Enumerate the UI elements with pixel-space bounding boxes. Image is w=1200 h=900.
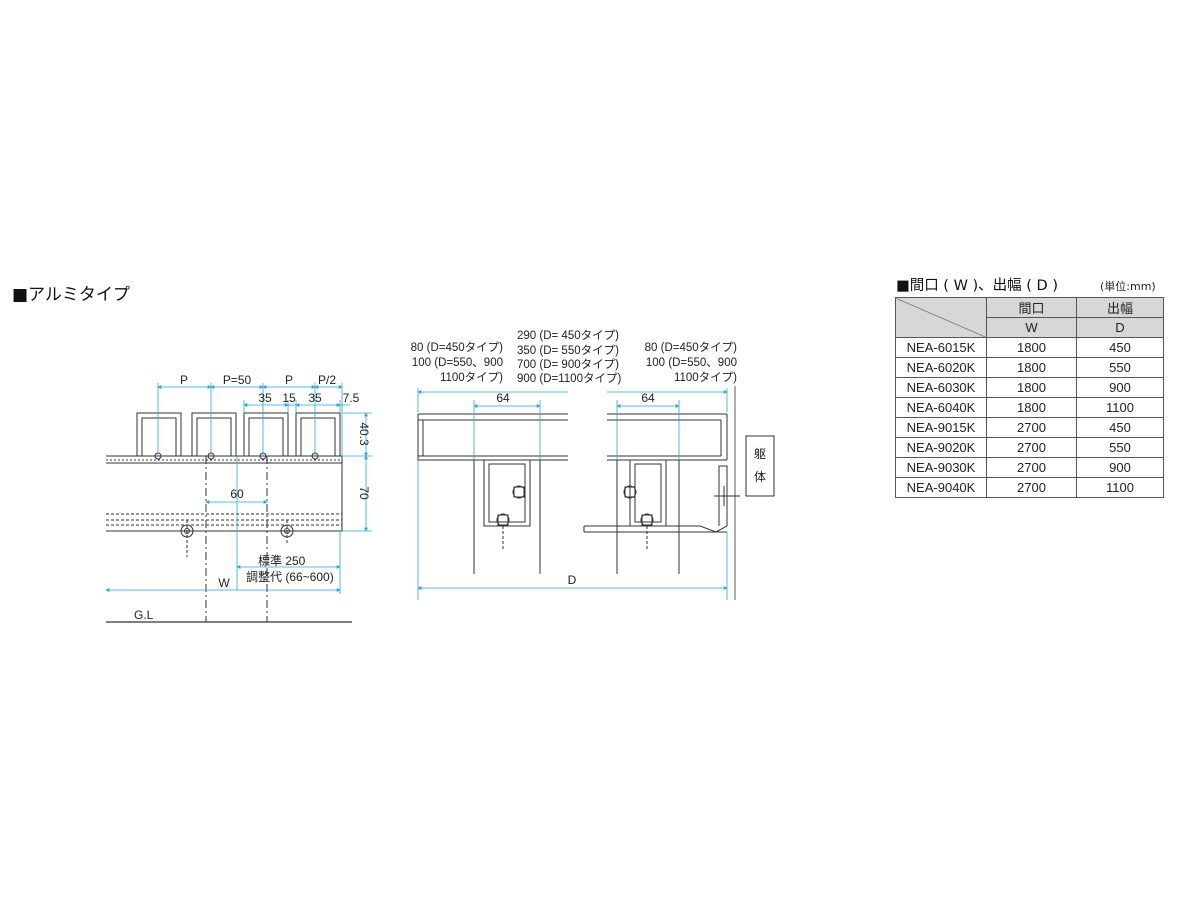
table-title: ■間口 ( W )、出幅 ( D ) [896, 278, 1058, 294]
header-width: 間口 [986, 297, 1077, 318]
model-cell: NEA-9030K [895, 457, 987, 478]
left-note-2: 100 (D=550、900 [412, 357, 503, 369]
front-view [106, 412, 352, 623]
slat [300, 417, 336, 457]
model-cell: NEA-9040K [895, 477, 987, 498]
width-cell: 2700 [986, 437, 1077, 458]
center-note-4: 900 (D=1100タイプ) [517, 372, 621, 385]
model-cell: NEA-6030K [895, 377, 987, 398]
dim-70: 70 [357, 486, 371, 500]
depth-cell: 1100 [1076, 477, 1164, 498]
dim-64-b: 64 [641, 391, 655, 405]
left-note-3: 1100タイプ) [440, 371, 503, 384]
width-cell: 1800 [986, 357, 1077, 378]
center-note-3: 700 (D= 900タイプ) [517, 358, 619, 371]
dim-p-2: P [285, 373, 293, 387]
dim-7-5: 7.5 [343, 391, 360, 405]
model-cell: NEA-9020K [895, 437, 987, 458]
width-cell: 2700 [986, 457, 1077, 478]
dim-15: 15 [282, 391, 296, 405]
dim-p-1: P [180, 373, 188, 387]
table-corner-cell [895, 297, 987, 338]
front-dimension-labels: P P=50 P P/2 35 15 35 7.5 40.3 70 60 標準 … [134, 373, 371, 622]
slat [248, 417, 284, 457]
depth-cell: 900 [1076, 457, 1164, 478]
slat [136, 412, 182, 457]
right-note-1: 80 (D=450タイプ) [645, 341, 738, 354]
front-dimensions [105, 383, 372, 594]
left-note-1: 80 (D=450タイプ) [411, 341, 504, 354]
side-view [417, 386, 775, 600]
wall-label-2: 体 [754, 470, 766, 484]
dim-64-a: 64 [496, 391, 510, 405]
dim-adjust: 調整代 (66~600) [246, 569, 334, 584]
dim-35-b: 35 [308, 391, 322, 405]
model-cell: NEA-9015K [895, 417, 987, 438]
wall-label-1: 躯 [754, 446, 766, 461]
slat [141, 417, 177, 457]
slat [196, 417, 232, 457]
depth-cell: 550 [1076, 357, 1164, 378]
model-cell: NEA-6040K [895, 397, 987, 418]
slat [243, 412, 289, 457]
ground-label: G.L [134, 608, 154, 622]
right-note-3: 1100タイプ) [674, 371, 737, 384]
center-note-2: 350 (D= 550タイプ) [517, 344, 619, 357]
dim-60: 60 [230, 487, 244, 501]
header-depth: 出幅 [1076, 297, 1164, 318]
width-cell: 2700 [986, 477, 1077, 498]
slat [191, 412, 237, 457]
subheader-w: W [986, 317, 1077, 338]
width-cell: 1800 [986, 397, 1077, 418]
depth-cell: 450 [1076, 337, 1164, 358]
width-cell: 2700 [986, 417, 1077, 438]
model-cell: NEA-6020K [895, 357, 987, 378]
section-title: ■アルミタイプ [12, 285, 130, 305]
subheader-d: D [1076, 317, 1164, 338]
depth-cell: 550 [1076, 437, 1164, 458]
dim-40-3: 40.3 [357, 422, 371, 446]
depth-cell: 1100 [1076, 397, 1164, 418]
side-dimension-labels: 80 (D=450タイプ) 100 (D=550、900 1100タイプ) 29… [411, 329, 766, 587]
side-dimensions [417, 388, 728, 600]
dim-p-half: P/2 [318, 373, 336, 387]
dim-p-50: P=50 [223, 373, 252, 387]
right-note-2: 100 (D=550、900 [646, 357, 737, 369]
dim-standard: 標準 250 [258, 553, 306, 568]
depth-cell: 900 [1076, 377, 1164, 398]
width-cell: 1800 [986, 377, 1077, 398]
dim-35-a: 35 [258, 391, 272, 405]
depth-cell: 450 [1076, 417, 1164, 438]
table-unit: (単位:mm) [1100, 280, 1156, 293]
center-note-1: 290 (D= 450タイプ) [517, 329, 619, 342]
slat [295, 412, 341, 457]
dim-d: D [568, 573, 577, 587]
width-cell: 1800 [986, 337, 1077, 358]
dim-w: W [218, 576, 230, 590]
model-cell: NEA-6015K [895, 337, 987, 358]
